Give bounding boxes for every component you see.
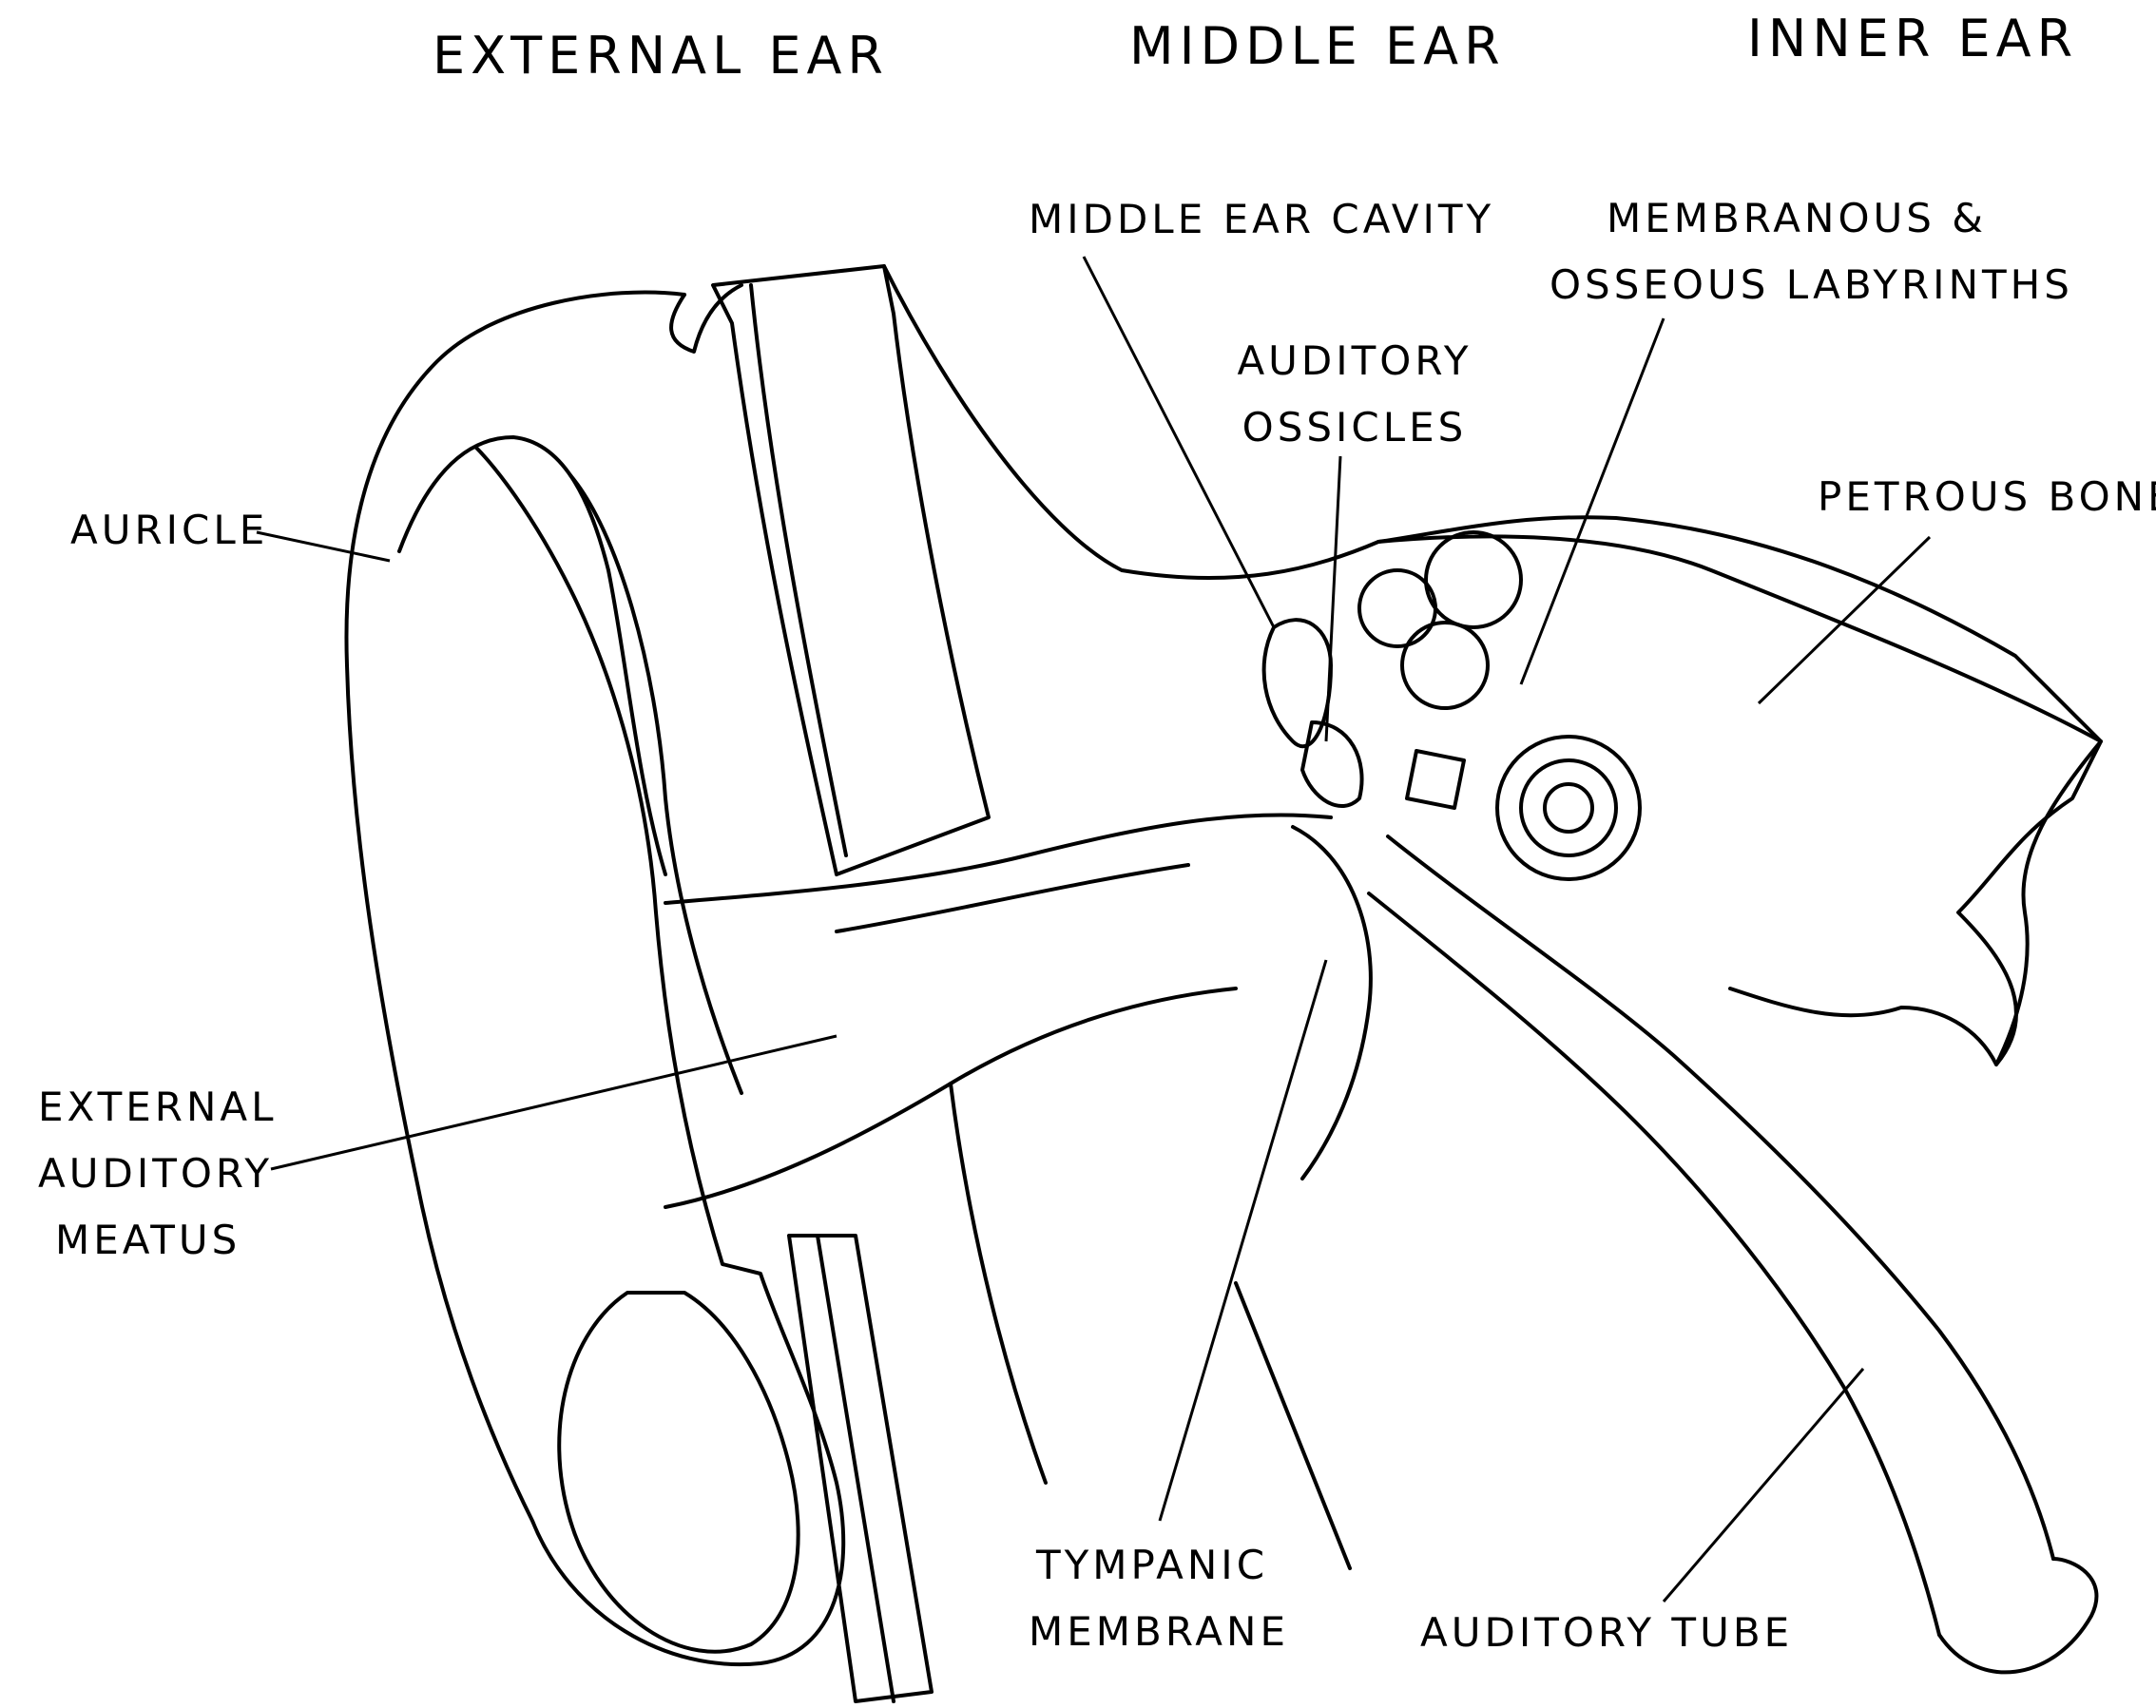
leader-petrous xyxy=(1757,535,1932,705)
tympanic-membrane xyxy=(1291,825,1373,1180)
lower-tissue-2 xyxy=(1234,1281,1352,1570)
petrous-bone-edge xyxy=(1994,739,2103,1066)
petrous-bone xyxy=(1376,534,2103,1066)
leader-ossicles xyxy=(1324,455,1342,742)
semicircular-canal-3 xyxy=(1400,621,1490,710)
auditory-tube-end xyxy=(1937,1557,2099,1675)
label-ossicles-line1: AUDITORY xyxy=(1237,337,1473,384)
auditory-tube-lower xyxy=(1367,892,1941,1637)
label-labyrinths: MEMBRANOUS & OSSEOUS LABYRINTHS xyxy=(1550,185,2073,318)
leader-labyrinths xyxy=(1519,317,1665,685)
label-meatus-line2: AUDITORY xyxy=(38,1150,274,1197)
label-auricle: AURICLE xyxy=(70,507,269,553)
auditory-tube-upper xyxy=(1386,835,2055,1561)
earlobe xyxy=(557,1291,800,1654)
label-labyrinths-line1: MEMBRANOUS & xyxy=(1606,195,1988,241)
label-meatus: EXTERNAL AUDITORY MEATUS xyxy=(38,1074,285,1274)
temporal-bone-lower-inner xyxy=(816,1234,895,1703)
label-tympanic-line2: MEMBRANE xyxy=(1029,1608,1289,1655)
label-meatus-line1: EXTERNAL xyxy=(38,1084,278,1130)
leader-tympanic xyxy=(1158,959,1328,1522)
leader-tube xyxy=(1662,1368,1865,1602)
auricle-rim xyxy=(669,283,743,354)
lower-tissue xyxy=(949,1082,1048,1485)
malleus xyxy=(1261,618,1333,749)
section-external-ear: EXTERNAL EAR xyxy=(433,26,889,86)
auricle-outline xyxy=(344,290,846,1667)
auricle-antihelix xyxy=(568,473,743,1095)
temporal-bone-strip xyxy=(711,264,991,876)
semicircular-canal-1 xyxy=(1357,568,1437,648)
label-tympanic-line1: TYMPANIC xyxy=(1035,1542,1269,1588)
label-auditory-tube: AUDITORY TUBE xyxy=(1420,1609,1794,1656)
incus xyxy=(1300,720,1364,809)
section-inner-ear: INNER EAR xyxy=(1747,9,2079,68)
label-meatus-line3: MEATUS xyxy=(55,1217,241,1263)
label-labyrinths-line2: OSSEOUS LABYRINTHS xyxy=(1550,261,2073,308)
canal-inner-upper xyxy=(835,863,1190,933)
label-petrous-bone: PETROUS BONE xyxy=(1818,473,2156,520)
leader-auricle xyxy=(256,530,391,563)
leader-middle-ear-cavity xyxy=(1082,256,1276,628)
canal-upper xyxy=(664,813,1333,905)
cochlea-middle xyxy=(1519,758,1618,857)
label-ossicles-line2: OSSICLES xyxy=(1242,404,1468,451)
leader-meatus xyxy=(270,1034,837,1171)
section-middle-ear: MIDDLE EAR xyxy=(1129,16,1506,76)
stapes xyxy=(1405,749,1466,810)
cochlea-inner xyxy=(1543,782,1594,834)
label-tympanic-membrane: TYMPANIC MEMBRANE xyxy=(1029,1532,1289,1665)
semicircular-canal-2 xyxy=(1424,530,1523,629)
temporal-bone-strip-inner xyxy=(749,283,848,857)
label-middle-ear-cavity: MIDDLE EAR CAVITY xyxy=(1029,196,1495,242)
temporal-bone-lower xyxy=(787,1234,934,1703)
cochlea-outer xyxy=(1495,735,1642,881)
auricle-helix-inner xyxy=(397,435,667,876)
label-ossicles: AUDITORY OSSICLES xyxy=(1236,328,1473,461)
